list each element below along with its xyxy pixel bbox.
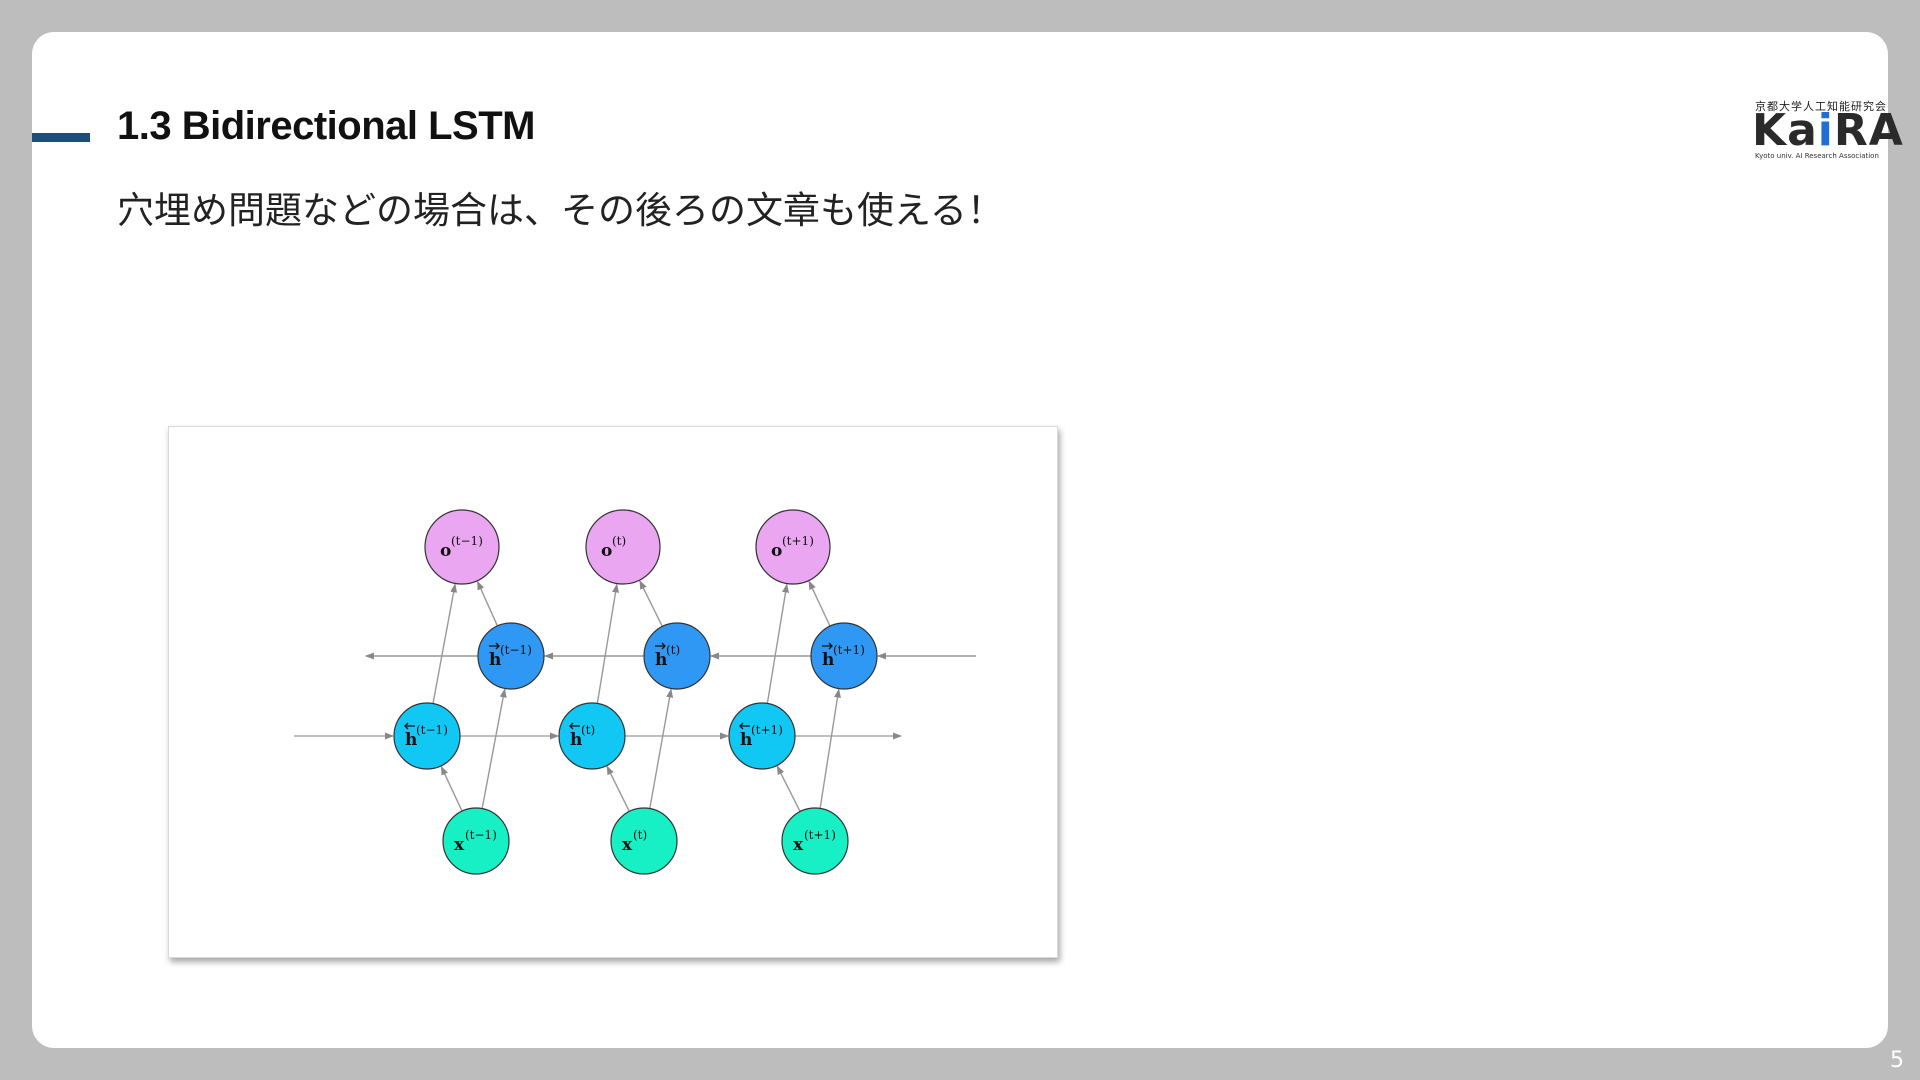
forward-node-circle — [558, 702, 626, 770]
forward-node: h(t−1) — [393, 702, 461, 770]
input-to-forward-edge — [776, 765, 801, 812]
output-node-circle — [585, 509, 661, 585]
input-to-backward-edge — [819, 688, 841, 809]
backward-node: h(t+1) — [810, 622, 878, 690]
forward-to-output-edge — [766, 583, 790, 704]
slide-title: 1.3 Bidirectional LSTM — [117, 104, 535, 148]
output-node: o(t+1) — [755, 509, 831, 585]
forward-node-circle — [393, 702, 461, 770]
logo-name-i: i — [1817, 105, 1834, 156]
output-node: o(t) — [585, 509, 661, 585]
backward-node-circle — [477, 622, 545, 690]
output-node-superscript: (t+1) — [782, 534, 814, 548]
input-node-circle — [442, 807, 510, 875]
slide-subtitle: 穴埋め問題などの場合は、その後ろの文章も使える！ — [117, 189, 1004, 232]
backward-direction-arrow-icon — [822, 642, 833, 650]
diagram-edges — [294, 580, 976, 812]
diagram-nodes: o(t−1)h(t−1)h(t−1)x(t−1)o(t)h(t)h(t)x(t)… — [393, 509, 878, 875]
input-node-circle — [781, 807, 849, 875]
backward-node-label: h — [489, 650, 501, 670]
forward-node: h(t+1) — [728, 702, 796, 770]
backward-direction-arrow-icon — [655, 642, 666, 650]
bidirectional-lstm-diagram: o(t−1)h(t−1)h(t−1)x(t−1)o(t)h(t)h(t)x(t)… — [168, 426, 1058, 958]
forward-node-label: h — [570, 730, 582, 750]
backward-node-superscript: (t+1) — [833, 643, 865, 657]
backward-node-superscript: (t) — [666, 643, 680, 657]
logo-name-post: RA — [1833, 105, 1904, 156]
output-node-label: o — [440, 541, 451, 561]
input-node-superscript: (t−1) — [465, 828, 497, 842]
output-node: o(t−1) — [424, 509, 500, 585]
input-node: x(t−1) — [442, 807, 510, 875]
backward-node-circle — [810, 622, 878, 690]
backward-node-label: h — [822, 650, 834, 670]
output-node-superscript: (t−1) — [451, 534, 483, 548]
backward-node: h(t) — [643, 622, 711, 690]
input-node: x(t+1) — [781, 807, 849, 875]
forward-node-circle — [728, 702, 796, 770]
output-node-superscript: (t) — [612, 534, 626, 548]
forward-direction-arrow-icon — [569, 722, 580, 730]
forward-direction-arrow-icon — [404, 722, 415, 730]
output-node-label: o — [601, 541, 612, 561]
input-node-label: x — [454, 835, 465, 855]
backward-node-circle — [643, 622, 711, 690]
diagram-canvas: o(t−1)h(t−1)h(t−1)x(t−1)o(t)h(t)h(t)x(t)… — [294, 509, 976, 875]
slide: 1.3 Bidirectional LSTM 穴埋め問題などの場合は、その後ろの… — [32, 32, 1903, 1048]
input-node-superscript: (t) — [633, 828, 647, 842]
backward-direction-arrow-icon — [489, 642, 500, 650]
output-node-circle — [755, 509, 831, 585]
input-to-forward-edge — [440, 765, 463, 812]
kaira-logo: 京都大学人工知能研究会 KaiRA Kyoto univ. AI Researc… — [1752, 98, 1904, 164]
title-accent-bar — [32, 133, 90, 142]
backward-to-output-edge — [808, 580, 831, 627]
backward-to-output-edge — [476, 580, 499, 627]
forward-to-output-edge — [596, 583, 620, 704]
output-node-circle — [424, 509, 500, 585]
forward-direction-arrow-icon — [739, 722, 750, 730]
input-to-backward-edge — [649, 688, 674, 809]
forward-node-label: h — [405, 730, 417, 750]
forward-node: h(t) — [558, 702, 626, 770]
logo-name-pre: Ka — [1752, 105, 1818, 156]
forward-node-superscript: (t+1) — [751, 723, 783, 737]
input-node-circle — [610, 807, 678, 875]
input-node-label: x — [793, 835, 804, 855]
forward-node-label: h — [740, 730, 752, 750]
logo-org-jp: 京都大学人工知能研究会 — [1755, 100, 1887, 113]
forward-node-superscript: (t−1) — [416, 723, 448, 737]
backward-node: h(t−1) — [477, 622, 545, 690]
backward-node-superscript: (t−1) — [500, 643, 532, 657]
logo-wordmark: KaiRA — [1752, 108, 1904, 154]
logo-org-en: Kyoto univ. AI Research Association — [1755, 152, 1879, 160]
input-node: x(t) — [610, 807, 678, 875]
output-node-label: o — [771, 541, 782, 561]
input-to-forward-edge — [606, 765, 630, 812]
input-node-superscript: (t+1) — [804, 828, 836, 842]
forward-to-output-edge — [432, 583, 458, 704]
page-number: 5 — [1890, 1048, 1904, 1073]
backward-to-output-edge — [639, 580, 663, 627]
input-node-label: x — [622, 835, 633, 855]
input-to-backward-edge — [481, 688, 507, 809]
forward-node-superscript: (t) — [581, 723, 595, 737]
backward-node-label: h — [655, 650, 667, 670]
